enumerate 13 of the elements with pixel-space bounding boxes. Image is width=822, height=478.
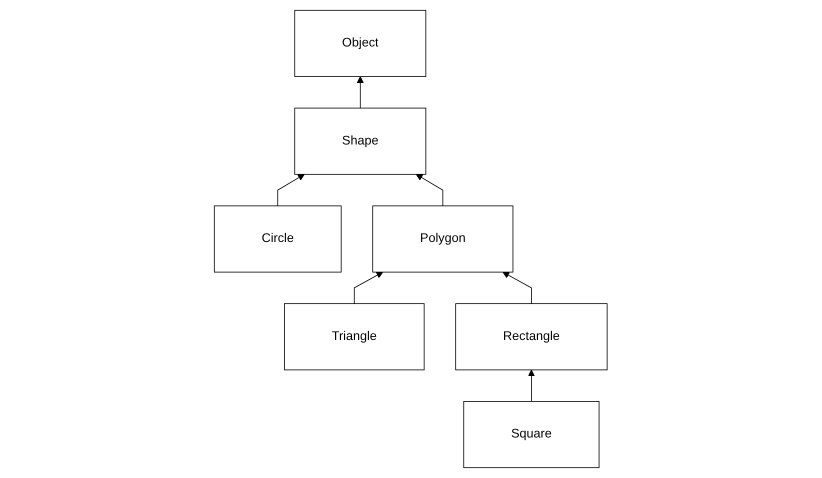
node-box: Shape [294,108,427,175]
arrow [528,370,536,402]
arrow [278,174,305,206]
node-box: Object [294,10,427,77]
arrow [354,272,384,304]
arrow [502,272,532,304]
node-box: Triangle [284,303,425,370]
arrow [416,174,444,206]
node-box: Circle [214,205,342,272]
node-box: Square [464,401,600,468]
arrow [357,76,364,108]
node-box: Rectangle [456,303,608,370]
node-box: Polygon [372,205,514,272]
